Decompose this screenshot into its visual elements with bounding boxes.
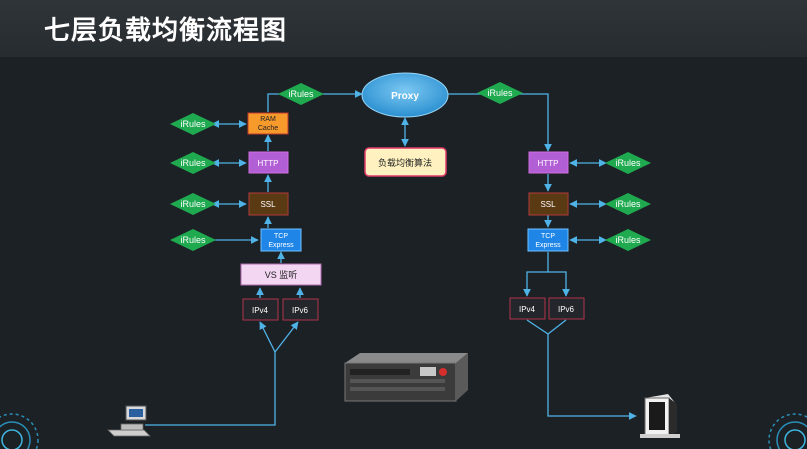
svg-text:Express: Express: [535, 242, 561, 249]
ipv4-box-right: IPv4: [509, 297, 546, 320]
ipv6-box-left: IPv6: [282, 298, 319, 321]
algorithm-node: 负载均衡算法: [364, 147, 447, 177]
svg-text:iRules: iRules: [180, 235, 206, 245]
connectors: [145, 90, 637, 426]
proxy-node: Proxy: [361, 72, 449, 118]
irules-diamond-top-left: iRules: [278, 83, 324, 105]
svg-text:IPv4: IPv4: [519, 305, 536, 314]
title-bar: 七层负载均衡流程图: [0, 0, 807, 57]
svg-text:SSL: SSL: [540, 200, 556, 209]
vs-listener-box: VS 监听: [240, 263, 322, 286]
arrow-tcp-to-ipv6-right: [548, 271, 570, 297]
line-client-up: [145, 352, 276, 426]
svg-text:TCP: TCP: [274, 233, 288, 240]
arrow-to-ipv6-left: [274, 321, 299, 353]
svg-text:IPv4: IPv4: [252, 306, 269, 315]
radar-decor-icon-left: [0, 413, 39, 449]
irules-diamond-right-http: iRules: [605, 152, 651, 174]
irules-diamond-left-tcp: iRules: [170, 229, 216, 251]
irules-diamond-left-ssl: iRules: [170, 193, 216, 215]
svg-text:Express: Express: [268, 242, 294, 249]
server-tower-icon: [640, 394, 680, 438]
irules-diamonds: iRules iRules iRules iRules iRules iRule…: [170, 82, 651, 251]
ipv6-box-right: IPv6: [548, 297, 585, 320]
svg-text:IPv6: IPv6: [292, 306, 309, 315]
proxy-label: Proxy: [391, 91, 419, 102]
line-ipv6-down: [547, 319, 567, 335]
svg-text:iRules: iRules: [180, 119, 206, 129]
page-title: 七层负载均衡流程图: [44, 16, 288, 46]
load-balancer-appliance-icon: [344, 353, 468, 402]
http-box-right: HTTP: [528, 151, 569, 174]
svg-text:Cache: Cache: [258, 125, 278, 132]
arrow-ram-to-proxy: [267, 90, 363, 112]
svg-text:VS 监听: VS 监听: [265, 269, 298, 280]
svg-text:iRules: iRules: [615, 199, 641, 209]
arrow-to-server: [547, 334, 637, 420]
svg-text:iRules: iRules: [487, 88, 513, 98]
irules-diamond-right-ssl: iRules: [605, 193, 651, 215]
client-computer-icon: [107, 405, 151, 437]
svg-text:RAM: RAM: [260, 116, 276, 123]
irules-diamond-left-http: iRules: [170, 152, 216, 174]
irules-diamond-right-tcp: iRules: [605, 229, 651, 251]
irules-diamond-left-ram: iRules: [170, 113, 216, 135]
svg-text:iRules: iRules: [615, 235, 641, 245]
tcp-express-box-right: TCP Express: [527, 228, 569, 252]
ipv4-box-left: IPv4: [242, 298, 279, 321]
arrow-to-ipv4-left: [259, 321, 276, 353]
tcp-express-box-left: TCP Express: [260, 228, 302, 252]
svg-text:iRules: iRules: [180, 199, 206, 209]
irules-diamond-top-right: iRules: [477, 82, 523, 104]
http-box-left: HTTP: [248, 151, 289, 174]
radar-decor-icon-right: [768, 413, 807, 449]
svg-text:SSL: SSL: [260, 200, 276, 209]
svg-text:HTTP: HTTP: [538, 159, 559, 168]
svg-text:IPv6: IPv6: [558, 305, 575, 314]
svg-text:HTTP: HTTP: [258, 159, 279, 168]
right-stack: HTTP SSL TCP Express IPv4 IPv6: [509, 151, 585, 320]
svg-text:iRules: iRules: [615, 158, 641, 168]
line-ipv4-down: [526, 319, 549, 335]
left-stack: RAM Cache HTTP SSL TCP Express VS 监听 IPv…: [240, 112, 322, 321]
ram-cache-box: RAM Cache: [247, 112, 289, 135]
arrow-tcp-to-ipv4-right: [523, 252, 549, 297]
svg-text:iRules: iRules: [180, 158, 206, 168]
svg-text:TCP: TCP: [541, 233, 555, 240]
ssl-box-left: SSL: [248, 192, 289, 216]
algorithm-label: 负载均衡算法: [378, 157, 432, 168]
ssl-box-right: SSL: [528, 192, 569, 216]
svg-text:iRules: iRules: [288, 89, 314, 99]
